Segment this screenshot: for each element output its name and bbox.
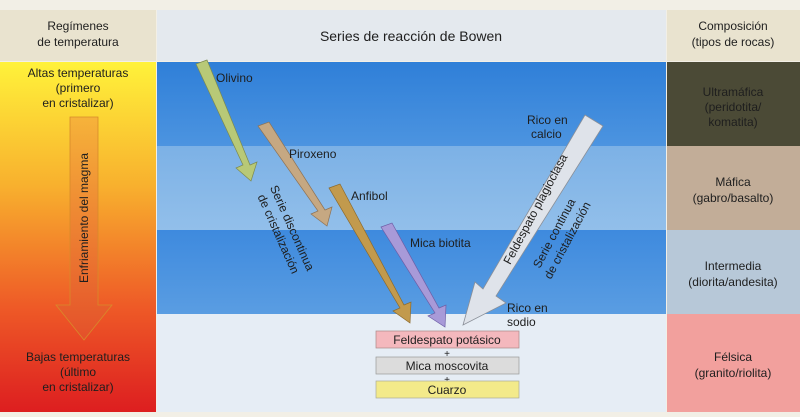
label-mica-moscovita: Mica moscovita [406,359,489,373]
band-mafic [157,146,666,230]
comp-mafica-line1: Máfica [715,175,751,189]
comp-felsica-line1: Félsica [714,350,752,364]
comp-ultramafica-cell [667,62,800,146]
header-right-line2: (tipos de rocas) [692,35,775,49]
plus-1: + [444,349,450,360]
comp-felsica-line2: (granito/riolita) [695,366,772,380]
arrow-piroxeno [257,121,333,227]
label-rico-sodio-1: Rico en [507,301,548,315]
comp-mafica-cell [667,146,800,230]
low-temp-line3: en cristalizar) [42,380,113,394]
header-left-line1: Regímenes [47,19,108,33]
label-rico-calcio-2: calcio [531,127,562,141]
comp-intermedia-line1: Intermedia [705,259,762,273]
low-temp-line2: (último [60,365,96,379]
header-center-title: Series de reacción de Bowen [320,28,502,44]
plus-2: + [444,375,450,386]
comp-ultramafica-line1: Ultramáfica [703,85,764,99]
comp-ultramafica-line2: (peridotita/ [705,100,762,114]
header-right-cell [667,10,800,61]
comp-intermedia-line2: (diorita/andesita) [688,275,777,289]
label-rico-calcio-1: Rico en [527,113,568,127]
arrow-anfibol [328,183,412,324]
box-mica-moscovita [375,356,520,375]
label-olivino: Olivino [216,71,253,85]
label-mica-biotita: Mica biotita [410,236,471,250]
comp-mafica-line2: (gabro/basalto) [693,191,774,205]
low-temp-line1: Bajas temperaturas [26,350,130,364]
high-temp-line1: Altas temperaturas [28,66,129,80]
header-left-cell [0,10,156,61]
box-cuarzo [375,380,520,399]
arrow-biotita [380,222,447,328]
high-temp-line2: (primero [56,81,101,95]
header-left-line2: de temperatura [37,35,119,49]
label-piroxeno: Piroxeno [289,147,337,161]
header-center-cell [157,10,666,61]
arrow-olivino [195,59,258,182]
box-feldespato-potasico [375,330,520,349]
cooling-label: Enfriamiento del magma [77,153,91,283]
comp-ultramafica-line3: komatita) [708,115,757,129]
label-feldespato-potasico: Feldespato potásico [393,333,501,347]
comp-felsica-cell [667,314,800,412]
comp-intermedia-cell [667,230,800,314]
label-cuarzo: Cuarzo [428,383,467,397]
label-rico-sodio-2: sodio [507,315,536,329]
cooling-arrow [55,116,113,341]
arrow-plagioclasa [462,114,604,326]
high-temp-line3: en cristalizar) [42,96,113,110]
label-anfibol: Anfibol [351,189,388,203]
header-right-line1: Composición [698,19,767,33]
